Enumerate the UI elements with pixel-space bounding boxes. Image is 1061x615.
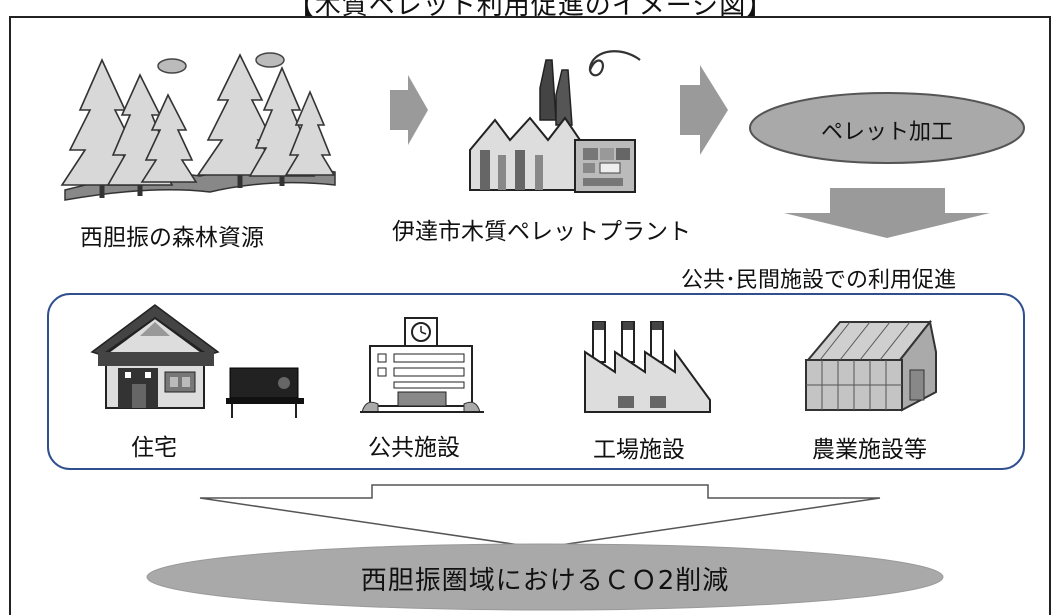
forest-icon xyxy=(60,52,336,201)
flow-arrow-2 xyxy=(680,65,728,155)
facilities-panel xyxy=(47,293,1025,470)
greenhouse-icon xyxy=(805,319,937,412)
facility-label-public: 公共施設 xyxy=(368,435,460,461)
pellet-process-oval xyxy=(749,92,1025,164)
forest-resources-label: 西胆振の森林資源 xyxy=(80,225,264,251)
house-with-stove-icon xyxy=(90,304,304,418)
pellet-process-label: ペレット加工 xyxy=(820,120,953,145)
result-oval xyxy=(146,543,944,611)
result-arrow xyxy=(199,484,881,549)
pellet-plant-icon xyxy=(469,50,641,193)
pellet-plant-label: 伊達市木質ペレットプラント xyxy=(392,219,691,245)
diagram-title: 【木質ペレット利用促進のイメージ図】 xyxy=(287,0,774,21)
factory-icon xyxy=(584,321,711,413)
facility-label-factory: 工場施設 xyxy=(593,437,685,463)
outer-frame xyxy=(9,16,1051,615)
flow-arrow-1 xyxy=(390,75,428,145)
result-label: 西胆振圏域におけるＣＯ2削減 xyxy=(360,566,730,596)
public-building-icon xyxy=(360,317,484,413)
down-arrow xyxy=(784,188,990,238)
facilities-caption: 公共･民間施設での利用促進 xyxy=(681,268,957,293)
facility-label-agriculture: 農業施設等 xyxy=(812,437,927,463)
facility-label-housing: 住宅 xyxy=(131,435,177,461)
